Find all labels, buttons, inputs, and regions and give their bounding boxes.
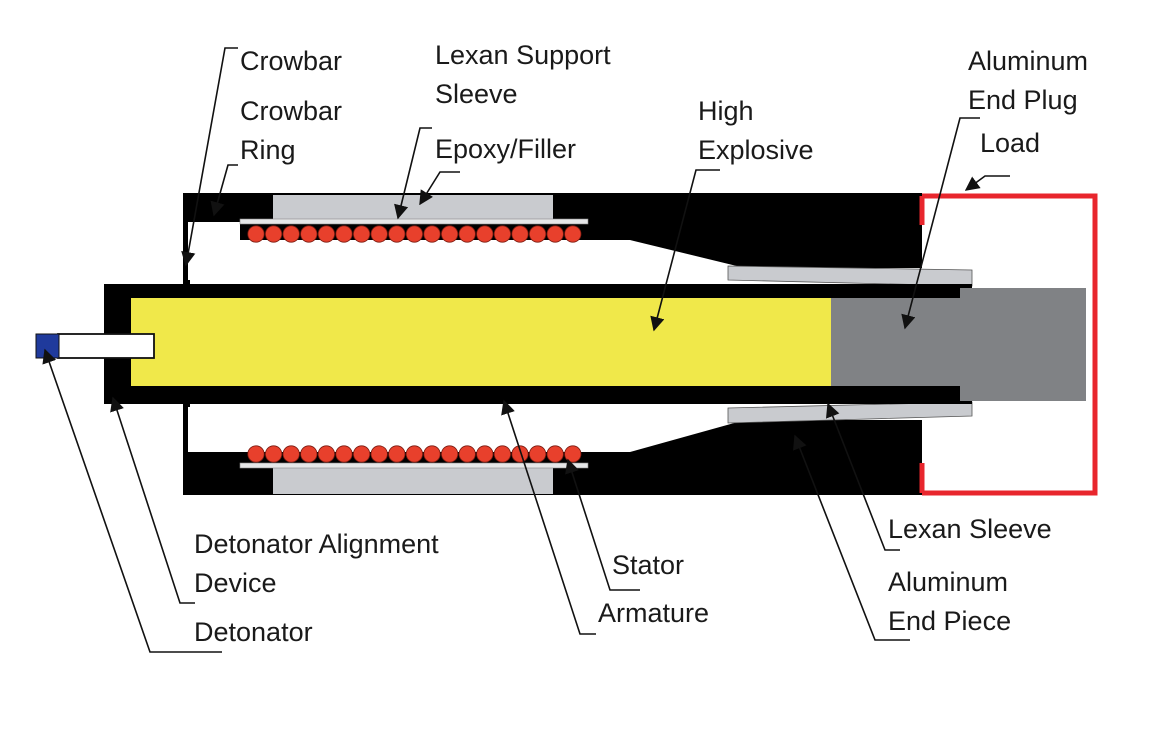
label-epoxy-filler: Epoxy/Filler [435,134,576,164]
leader-lexan-support-sleeve [394,127,432,220]
stator-coil-turn [370,445,388,463]
leader-lexan-sleeve [826,402,900,551]
leader-detonator-alignment-device [110,396,195,604]
detonator-alignment-device [57,333,155,359]
epoxy-filler-top [239,218,589,225]
leader-crowbar-ring [210,164,238,217]
stator-coil-turn [511,225,529,243]
label-detonator-alignment-device-line2: Device [194,568,277,598]
label-lexan-support-sleeve-line2: Sleeve [435,79,518,109]
leader-armature [501,399,596,635]
stator-coil-turn [440,445,459,463]
stator-coil-turn [317,225,335,243]
label-lexan-support-sleeve-line1: Lexan Support [435,40,611,70]
stator-coil-turn [264,445,283,463]
stator-coil-turn [423,445,441,463]
stator-coil-turn [405,225,423,243]
leader-detonator [42,348,222,653]
high-explosive-fill [131,298,831,386]
stator-coil-turn [511,445,529,463]
stator-coil-turn [300,225,318,243]
stator-coil-turn [388,445,406,463]
stator-coil-turn [282,225,300,243]
label-high-explosive-line2: Explosive [698,135,814,165]
stator-coil-turn [564,225,582,243]
leader-lines [42,47,1010,653]
label-load: Load [980,128,1040,158]
leader-stator [565,458,640,591]
leader-crowbar [181,47,238,267]
stator-coil-turn [352,225,371,243]
label-crowbar: Crowbar [240,46,342,76]
stator-coil-turn [388,225,406,243]
leader-aluminum-end-piece [793,434,910,641]
leader-load [964,175,1010,191]
label-aluminum-end-plug-line2: End Plug [968,85,1078,115]
stator-coil-turn [440,225,459,243]
stator-coil-turn [458,225,476,243]
lexan-support-sleeve-bottom [273,468,553,494]
detonator [35,333,60,359]
leader-high-explosive [650,169,720,332]
stator-coil-turn [546,445,564,463]
stator-coil-turn [264,225,283,243]
label-detonator: Detonator [194,617,313,647]
label-crowbar-ring-line2: Ring [240,135,296,165]
stator-coil-turn [317,445,335,463]
stator-coil-turn [247,445,265,463]
stator-coil-turn [493,225,511,243]
stator-coil-turn [300,445,318,463]
stator-coil-turn [282,445,300,463]
label-aluminum-end-piece-line2: End Piece [888,606,1011,636]
stator-coil-turn [405,445,423,463]
label-high-explosive-line1: High [698,96,754,126]
label-aluminum-end-piece-line1: Aluminum [888,567,1008,597]
stator-coil-turn [476,225,494,243]
stator-coil-turn [476,445,494,463]
stator-coils [247,225,582,463]
stator-coil-turn [528,445,547,463]
stator-coil-turn [247,225,265,243]
aluminum-end-plug [831,288,1086,401]
epoxy-filler-bottom [239,462,589,469]
stator-coil-turn [546,225,564,243]
stator-coil-turn [493,445,511,463]
label-aluminum-end-plug-line1: Aluminum [968,46,1088,76]
stator-coil-turn [458,445,476,463]
label-lexan-sleeve: Lexan Sleeve [888,514,1052,544]
stator-coil-turn [564,445,582,463]
label-crowbar-ring-line1: Crowbar [240,96,342,126]
label-detonator-alignment-device-line1: Detonator Alignment [194,529,439,559]
stator-coil-turn [370,225,388,243]
stator-coil-turn [335,445,353,463]
labels: Crowbar Crowbar Ring Lexan Support Sleev… [194,40,1088,647]
label-armature: Armature [598,598,709,628]
stator-coil-turn [352,445,371,463]
load-bracket [922,193,1098,496]
stator-coil-turn [423,225,441,243]
stator-coil-turn [528,225,547,243]
label-stator: Stator [612,550,684,580]
leader-aluminum-end-plug [901,117,980,330]
stator-coil-turn [335,225,353,243]
leader-epoxy-filler [419,171,460,206]
lexan-support-sleeve-top [273,195,553,221]
